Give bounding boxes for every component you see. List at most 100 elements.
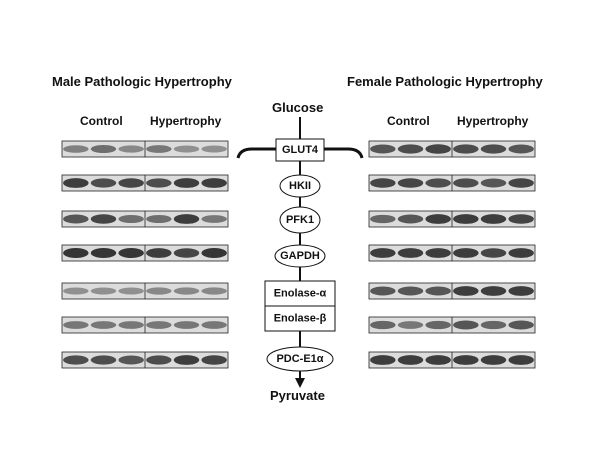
male-blot-band <box>118 321 144 329</box>
female-blot-band <box>397 355 424 365</box>
pdc-e1a-label: PDC-E1α <box>276 353 323 365</box>
gapdh-label: GAPDH <box>280 250 320 262</box>
female-blot-band <box>508 248 534 258</box>
male-blot-band <box>173 178 200 188</box>
hkii-label: HKII <box>289 180 311 192</box>
female-blot-band <box>370 320 396 330</box>
female-blot-band <box>453 248 479 258</box>
male-blot-band <box>118 287 144 295</box>
male-blot-band <box>201 321 227 329</box>
male-blot-band <box>146 287 172 295</box>
female-blot-band <box>453 355 479 365</box>
female-blot-band <box>508 320 534 330</box>
male-blot-band <box>118 247 144 259</box>
male-blot-band <box>63 287 89 295</box>
male-hypertrophy-label: Hypertrophy <box>150 114 222 128</box>
male-blot-band <box>146 214 172 224</box>
female-blot-band <box>397 286 424 296</box>
female-blot-band <box>480 214 507 224</box>
male-blot-band <box>201 145 227 153</box>
female-blot-band <box>370 355 396 365</box>
female-blot-band <box>480 286 507 296</box>
pfk1-ellipse <box>279 206 321 234</box>
male-blot-band <box>63 247 89 259</box>
male-blot-band <box>173 214 200 224</box>
pyruvate-label: Pyruvate <box>270 388 325 403</box>
female-blot-band <box>480 178 507 188</box>
female-blot-band <box>425 355 451 365</box>
female-blot-band <box>453 286 479 296</box>
male-blot-band <box>118 214 144 224</box>
male-blot-band <box>173 321 200 329</box>
male-blot-band <box>63 355 89 365</box>
pfk1-label: PFK1 <box>286 214 314 226</box>
male-blot-band <box>146 355 172 365</box>
male-blot-band <box>146 145 172 153</box>
male-blot-band <box>146 321 172 329</box>
female-blot-band <box>508 214 534 224</box>
male-blot-band <box>90 178 117 188</box>
female-blot-band <box>370 248 396 258</box>
female-blot-band <box>397 321 424 329</box>
male-blot-band <box>90 247 117 259</box>
male-blot-band <box>118 355 144 365</box>
female-blot-band <box>425 248 451 258</box>
male-blot-band <box>63 214 89 224</box>
male-blot-band <box>63 178 89 188</box>
male-blot-band <box>201 247 227 259</box>
glut4-label: GLUT4 <box>282 144 319 156</box>
enolase-alpha-label: Enolase-α <box>274 288 327 300</box>
female-blot-band <box>453 144 479 154</box>
gapdh-ellipse <box>274 244 326 268</box>
female-panel-title: Female Pathologic Hypertrophy <box>347 74 543 89</box>
female-blot-band <box>425 178 451 188</box>
female-blot-band <box>480 320 507 330</box>
pdc-e1a-ellipse <box>266 346 334 372</box>
female-blot-band <box>397 178 424 188</box>
male-panel-title: Male Pathologic Hypertrophy <box>52 74 232 89</box>
hkii-ellipse <box>279 174 321 198</box>
enolase-beta-box <box>264 305 336 332</box>
male-blot-band <box>201 355 227 365</box>
male-blot-band <box>201 178 227 188</box>
male-blot-band <box>118 178 144 188</box>
male-blot-band <box>146 248 172 258</box>
female-blot-band <box>370 286 396 296</box>
male-blot-band <box>118 145 144 153</box>
female-hypertrophy-label: Hypertrophy <box>457 114 529 128</box>
female-blot-band <box>480 144 507 154</box>
female-blot-band <box>370 214 396 224</box>
male-blot-band <box>173 287 200 295</box>
female-blot-band <box>425 214 451 224</box>
enolase-alpha-box <box>264 280 336 307</box>
female-blot-band <box>480 248 507 258</box>
male-blot-band <box>173 248 200 258</box>
male-blot-band <box>201 215 227 223</box>
female-blot-band <box>508 355 534 365</box>
female-blot-band <box>425 320 451 330</box>
male-blot-band <box>90 321 117 329</box>
female-blot-band <box>453 178 479 188</box>
female-blot-band <box>425 286 451 296</box>
female-control-label: Control <box>387 114 430 128</box>
male-blot-band <box>146 178 172 188</box>
female-blot-band <box>370 178 396 188</box>
female-blot-band <box>397 248 424 258</box>
female-blot-band <box>453 320 479 330</box>
female-blot-band <box>397 214 424 224</box>
male-blot-band <box>90 144 117 154</box>
female-blot-band <box>508 144 534 154</box>
male-blot-band <box>90 287 117 295</box>
male-control-label: Control <box>80 114 123 128</box>
pathway-arrowhead <box>295 378 305 388</box>
male-blot-band <box>173 355 200 365</box>
male-blot-band <box>90 355 117 365</box>
female-blot-band <box>425 144 451 154</box>
female-blot-band <box>508 178 534 188</box>
female-blot-band <box>480 355 507 365</box>
glucose-label: Glucose <box>272 100 324 115</box>
glut4-box <box>275 138 325 162</box>
enolase-beta-label: Enolase-β <box>274 313 327 325</box>
male-blot-band <box>201 287 227 295</box>
